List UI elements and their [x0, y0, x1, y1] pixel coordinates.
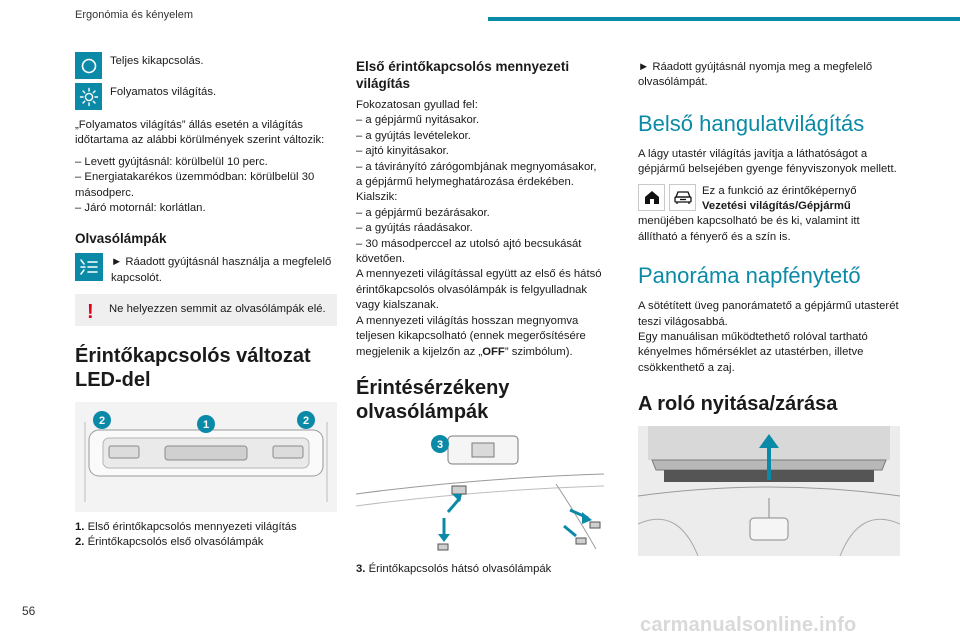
- front-ceiling-heading: Első érintőkapcsolós mennyezeti világítá…: [356, 59, 570, 91]
- sunroof-heading: Panoráma napfénytető: [638, 263, 861, 289]
- warning-box: ! Ne helyezzen semmit az olvasólámpák el…: [75, 294, 337, 326]
- on-mode-row: Folyamatos világítás.: [75, 83, 337, 110]
- off-mode-row: Teljes kikapcsolás.: [75, 52, 337, 79]
- front-ceiling-light-illustration: 2 1 2: [75, 401, 337, 512]
- list-item: – a gépjármű nyitásakor.: [356, 114, 480, 127]
- reading-lamp-row: ► Ráadott gyújtásnál használja a megfele…: [75, 253, 337, 286]
- ambient-paragraph: A lágy utastér világítás javítja a látha…: [638, 147, 897, 176]
- duration-list: – Levett gyújtásnál: körülbelül 10 perc.…: [75, 155, 337, 217]
- caption-number: 3.: [356, 562, 366, 575]
- caption-3: 3. Érintőkapcsolós hátsó olvasólámpák: [356, 562, 604, 577]
- section-title: Ergonómia és kényelem: [75, 9, 194, 21]
- warning-text: Ne helyezzen semmit az olvasólámpák elé.: [109, 303, 326, 316]
- warning-icon: !: [87, 301, 94, 324]
- column-3: ► Ráadott gyújtásnál nyomja meg a megfel…: [637, 60, 901, 564]
- page-number: 56: [22, 604, 36, 618]
- press-lamp-paragraph: ► Ráadott gyújtásnál nyomja meg a megfel…: [638, 61, 873, 89]
- off-symbol: OFF: [482, 345, 505, 358]
- off-paragraph: A mennyezeti világítás hosszan megnyomva…: [356, 314, 604, 360]
- off-mode-text: Teljes kikapcsolás.: [110, 55, 204, 67]
- header-accent-bar: [488, 17, 960, 21]
- caption-text: Érintőkapcsolós hátsó olvasólámpák: [368, 562, 552, 575]
- column-1: Teljes kikapcsolás. Folyamatos világítás…: [75, 52, 337, 550]
- caption-number: 2.: [75, 536, 85, 549]
- list-item: – 30 másodperccel az utolsó ajtó becsuká…: [356, 237, 582, 266]
- reading-lamp-text: ► Ráadott gyújtásnál használja a megfele…: [111, 256, 332, 284]
- list-item: – a gyújtás levételekor.: [356, 129, 471, 142]
- sunroof-para-2: Egy manuálisan működtethető rolóval tart…: [638, 331, 868, 374]
- reading-lamps-heading: Olvasólámpák: [75, 231, 167, 247]
- callout-1: 1: [203, 419, 209, 431]
- list-item: – a gépjármű bezárásakor.: [356, 206, 490, 219]
- led-version-heading: Érintőkapcsolós változat LED-del: [75, 344, 311, 391]
- ambient-function-pre: Ez a funkció az érintőképernyő: [702, 184, 857, 197]
- lights-on-list: – a gépjármű nyitásakor. – a gyújtás lev…: [356, 113, 604, 190]
- ambient-function-post: menüjében kapcsolható be és ki, valamint…: [638, 215, 860, 243]
- car-icon: [669, 183, 696, 211]
- lights-on-intro: Fokozatosan gyullad fel:: [356, 99, 478, 111]
- caption-text: Első érintőkapcsolós mennyezeti világítá…: [87, 520, 297, 533]
- list-item: – Energiatakarékos üzemmódban: körülbelü…: [75, 171, 315, 199]
- off-paragraph-end: ” szimbólum).: [504, 345, 573, 358]
- callout-2-left: 2: [99, 415, 105, 427]
- touch-reading-heading: Érintésérzékeny olvasólámpák: [356, 376, 510, 423]
- duration-paragraph: „Folyamatos világítás” állás esetén a vi…: [75, 119, 325, 147]
- list-item: – a gyújtás ráadásakor.: [356, 222, 473, 235]
- list-item: – Járó motornál: korlátlan.: [75, 202, 206, 215]
- reading-sync-paragraph: A mennyezeti világítással együtt az első…: [356, 268, 602, 312]
- watermark: carmanualsonline.info: [640, 614, 857, 636]
- list-item: – Levett gyújtásnál: körülbelül 10 perc.: [75, 155, 268, 168]
- ambient-function-text: Ez a funkció az érintőképernyő Vezetési …: [702, 184, 856, 215]
- sunroof-para-1: A sötétített üveg panorámatető a gépjárm…: [638, 300, 899, 328]
- callout-3: 3: [437, 439, 443, 451]
- lights-off-intro: Kialszik:: [356, 191, 398, 204]
- column-2: Első érintőkapcsolós mennyezeti világítá…: [355, 58, 605, 577]
- off-paragraph-text: A mennyezeti világítás hosszan megnyomva…: [356, 314, 586, 358]
- callout-2-right: 2: [303, 415, 309, 427]
- rear-reading-lamp-illustration: 3: [355, 433, 605, 554]
- caption-number: 1.: [75, 520, 85, 533]
- caption-text: Érintőkapcsolós első olvasólámpák: [87, 536, 264, 549]
- list-item: – ajtó kinyitásakor.: [356, 145, 449, 158]
- reading-lamp-icon: [75, 253, 103, 282]
- sun-icon: [75, 83, 102, 110]
- ambient-function-row: Ez a funkció az érintőképernyő Vezetési …: [638, 183, 900, 215]
- caption-1: 1. Első érintőkapcsolós mennyezeti világ…: [75, 520, 337, 535]
- list-item: – a távirányító zárógombjának megnyomása…: [356, 160, 597, 189]
- off-circle-icon: [75, 52, 102, 79]
- on-mode-text: Folyamatos világítás.: [110, 86, 217, 98]
- caption-2: 2. Érintőkapcsolós első olvasólámpák: [75, 535, 337, 550]
- menu-path: Vezetési világítás/Gépjármű: [702, 200, 851, 213]
- home-icon: [638, 183, 665, 211]
- roller-heading: A roló nyitása/zárása: [638, 393, 838, 416]
- lights-off-list: – a gépjármű bezárásakor. – a gyújtás rá…: [356, 206, 604, 268]
- sunroof-blind-illustration: [637, 426, 901, 557]
- ambient-lighting-heading: Belső hangulatvilágítás: [638, 110, 865, 136]
